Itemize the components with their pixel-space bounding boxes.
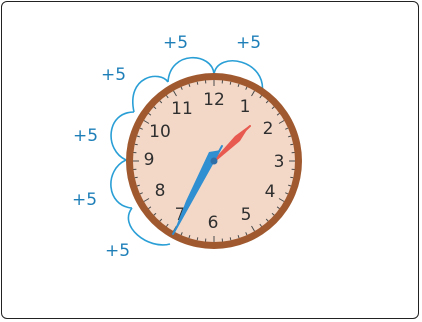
clock-number-9: 9	[144, 150, 155, 170]
minute-tick	[230, 237, 231, 240]
interval-label: +5	[72, 190, 97, 210]
analog-clock: 12 1 2 3 4 5 6 7 8 9 10 11	[126, 73, 302, 249]
interval-label: +5	[163, 33, 188, 53]
minute-tick	[197, 82, 198, 85]
clock-number-11: 11	[171, 99, 193, 119]
minute-tick	[135, 144, 138, 145]
interval-label: +5	[101, 65, 126, 85]
minute-tick	[135, 177, 138, 178]
interval-label: +5	[105, 241, 130, 261]
clock-number-6: 6	[208, 213, 219, 233]
interval-label: +5	[73, 126, 98, 146]
clock-number-3: 3	[274, 152, 285, 172]
minute-tick	[230, 82, 231, 85]
clock-number-10: 10	[149, 122, 171, 142]
minute-tick	[290, 144, 293, 145]
clock-number-5: 5	[241, 205, 252, 225]
interval-label: +5	[236, 33, 261, 53]
center-pin	[211, 158, 218, 165]
clock-number-12: 12	[203, 90, 225, 110]
clock-number-2: 2	[263, 119, 274, 139]
clock-number-4: 4	[265, 182, 276, 202]
minute-tick	[290, 177, 293, 178]
clock-number-8: 8	[155, 181, 166, 201]
clock-number-1: 1	[240, 97, 251, 117]
minute-tick	[197, 237, 198, 240]
